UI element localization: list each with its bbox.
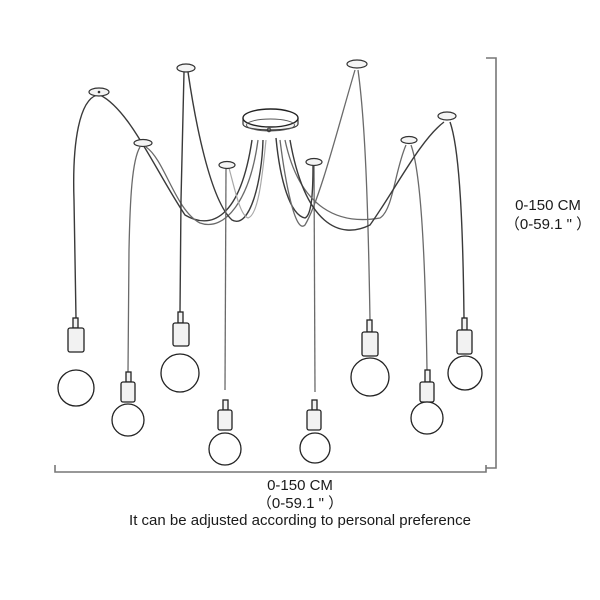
ceiling-hooks bbox=[88, 59, 457, 170]
light-bulb-icon bbox=[208, 399, 242, 466]
ceiling-hook-icon bbox=[88, 87, 110, 97]
ceiling-hook-icon bbox=[400, 135, 418, 145]
adjustment-note: It can be adjusted according to personal… bbox=[129, 512, 471, 529]
light-bulb-icon bbox=[160, 311, 200, 393]
light-bulb-icon bbox=[299, 399, 331, 464]
ceiling-hook-icon bbox=[176, 63, 196, 73]
light-bulb-icon bbox=[350, 319, 390, 397]
light-bulb-icon bbox=[447, 317, 483, 391]
height-imperial: （0-59.1 " ） bbox=[504, 216, 592, 233]
height-metric: 0-150 CM bbox=[515, 197, 581, 214]
bulbs bbox=[57, 311, 483, 466]
width-dimension-label: 0-150 CM （0-59.1 " ） bbox=[200, 477, 400, 513]
light-bulb-icon bbox=[57, 317, 95, 407]
ceiling-hook-icon bbox=[218, 160, 236, 170]
height-dimension-bracket bbox=[486, 57, 497, 469]
width-dimension-bracket bbox=[54, 465, 487, 473]
width-metric: 0-150 CM bbox=[267, 477, 333, 494]
ceiling-hook-icon bbox=[133, 138, 153, 148]
ceiling-hook-icon bbox=[305, 157, 323, 167]
ceiling-hook-icon bbox=[437, 111, 457, 121]
light-bulb-icon bbox=[410, 369, 444, 435]
width-imperial: （0-59.1 " ） bbox=[256, 495, 344, 512]
light-bulb-icon bbox=[111, 371, 145, 437]
central-canopy-icon bbox=[242, 108, 299, 133]
cables bbox=[73, 69, 465, 393]
ceiling-hook-icon bbox=[346, 59, 368, 69]
height-dimension-label: 0-150 CM （0-59.1 " ） bbox=[498, 196, 598, 234]
